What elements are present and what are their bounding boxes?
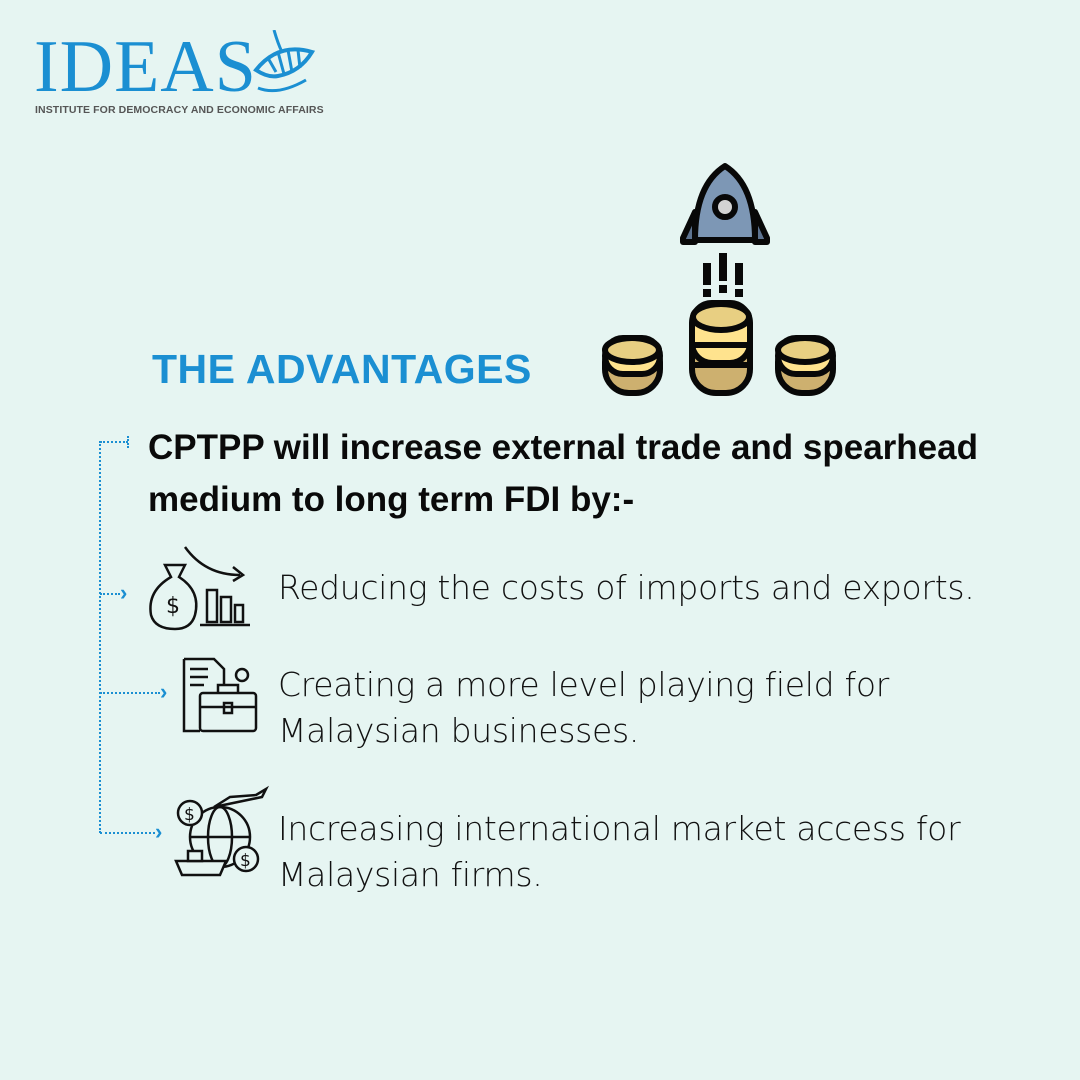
logo-bird-icon [253,30,316,93]
intro-text: CPTPP will increase external trade and s… [148,428,978,519]
arrow-icon: › [120,580,128,605]
logo-wordmark: IDEAS [34,26,257,108]
global-trade-icon: $ $ [174,785,270,877]
svg-text:$: $ [166,594,180,619]
rocket-icon [680,163,770,245]
connector-3 [100,832,155,834]
section-heading: THE ADVANTAGES [152,346,532,392]
svg-text:$: $ [184,805,195,825]
arrow-icon: › [155,819,163,844]
rocket-coins-illustration [602,163,836,396]
briefcase-document-icon [182,657,258,733]
connector-2 [100,692,160,694]
coin-stack-left-icon [602,335,663,396]
advantage-item-1: Reducing the costs of imports and export… [278,568,975,607]
connector-top [100,441,128,443]
connector-1 [100,593,120,595]
svg-text:$: $ [240,851,251,871]
coin-stack-right-icon [775,335,836,396]
coin-stack-middle-icon [689,300,753,396]
connector-tick [127,436,129,448]
connector-line [99,441,101,833]
money-bag-declining-chart-icon: $ [149,546,250,631]
logo-subtitle: INSTITUTE FOR DEMOCRACY AND ECONOMIC AFF… [35,104,324,116]
arrow-icon: › [160,679,168,704]
advantage-item-3: Increasing international market access f… [278,809,961,894]
advantage-item-2: Creating a more level playing field for … [278,665,889,750]
